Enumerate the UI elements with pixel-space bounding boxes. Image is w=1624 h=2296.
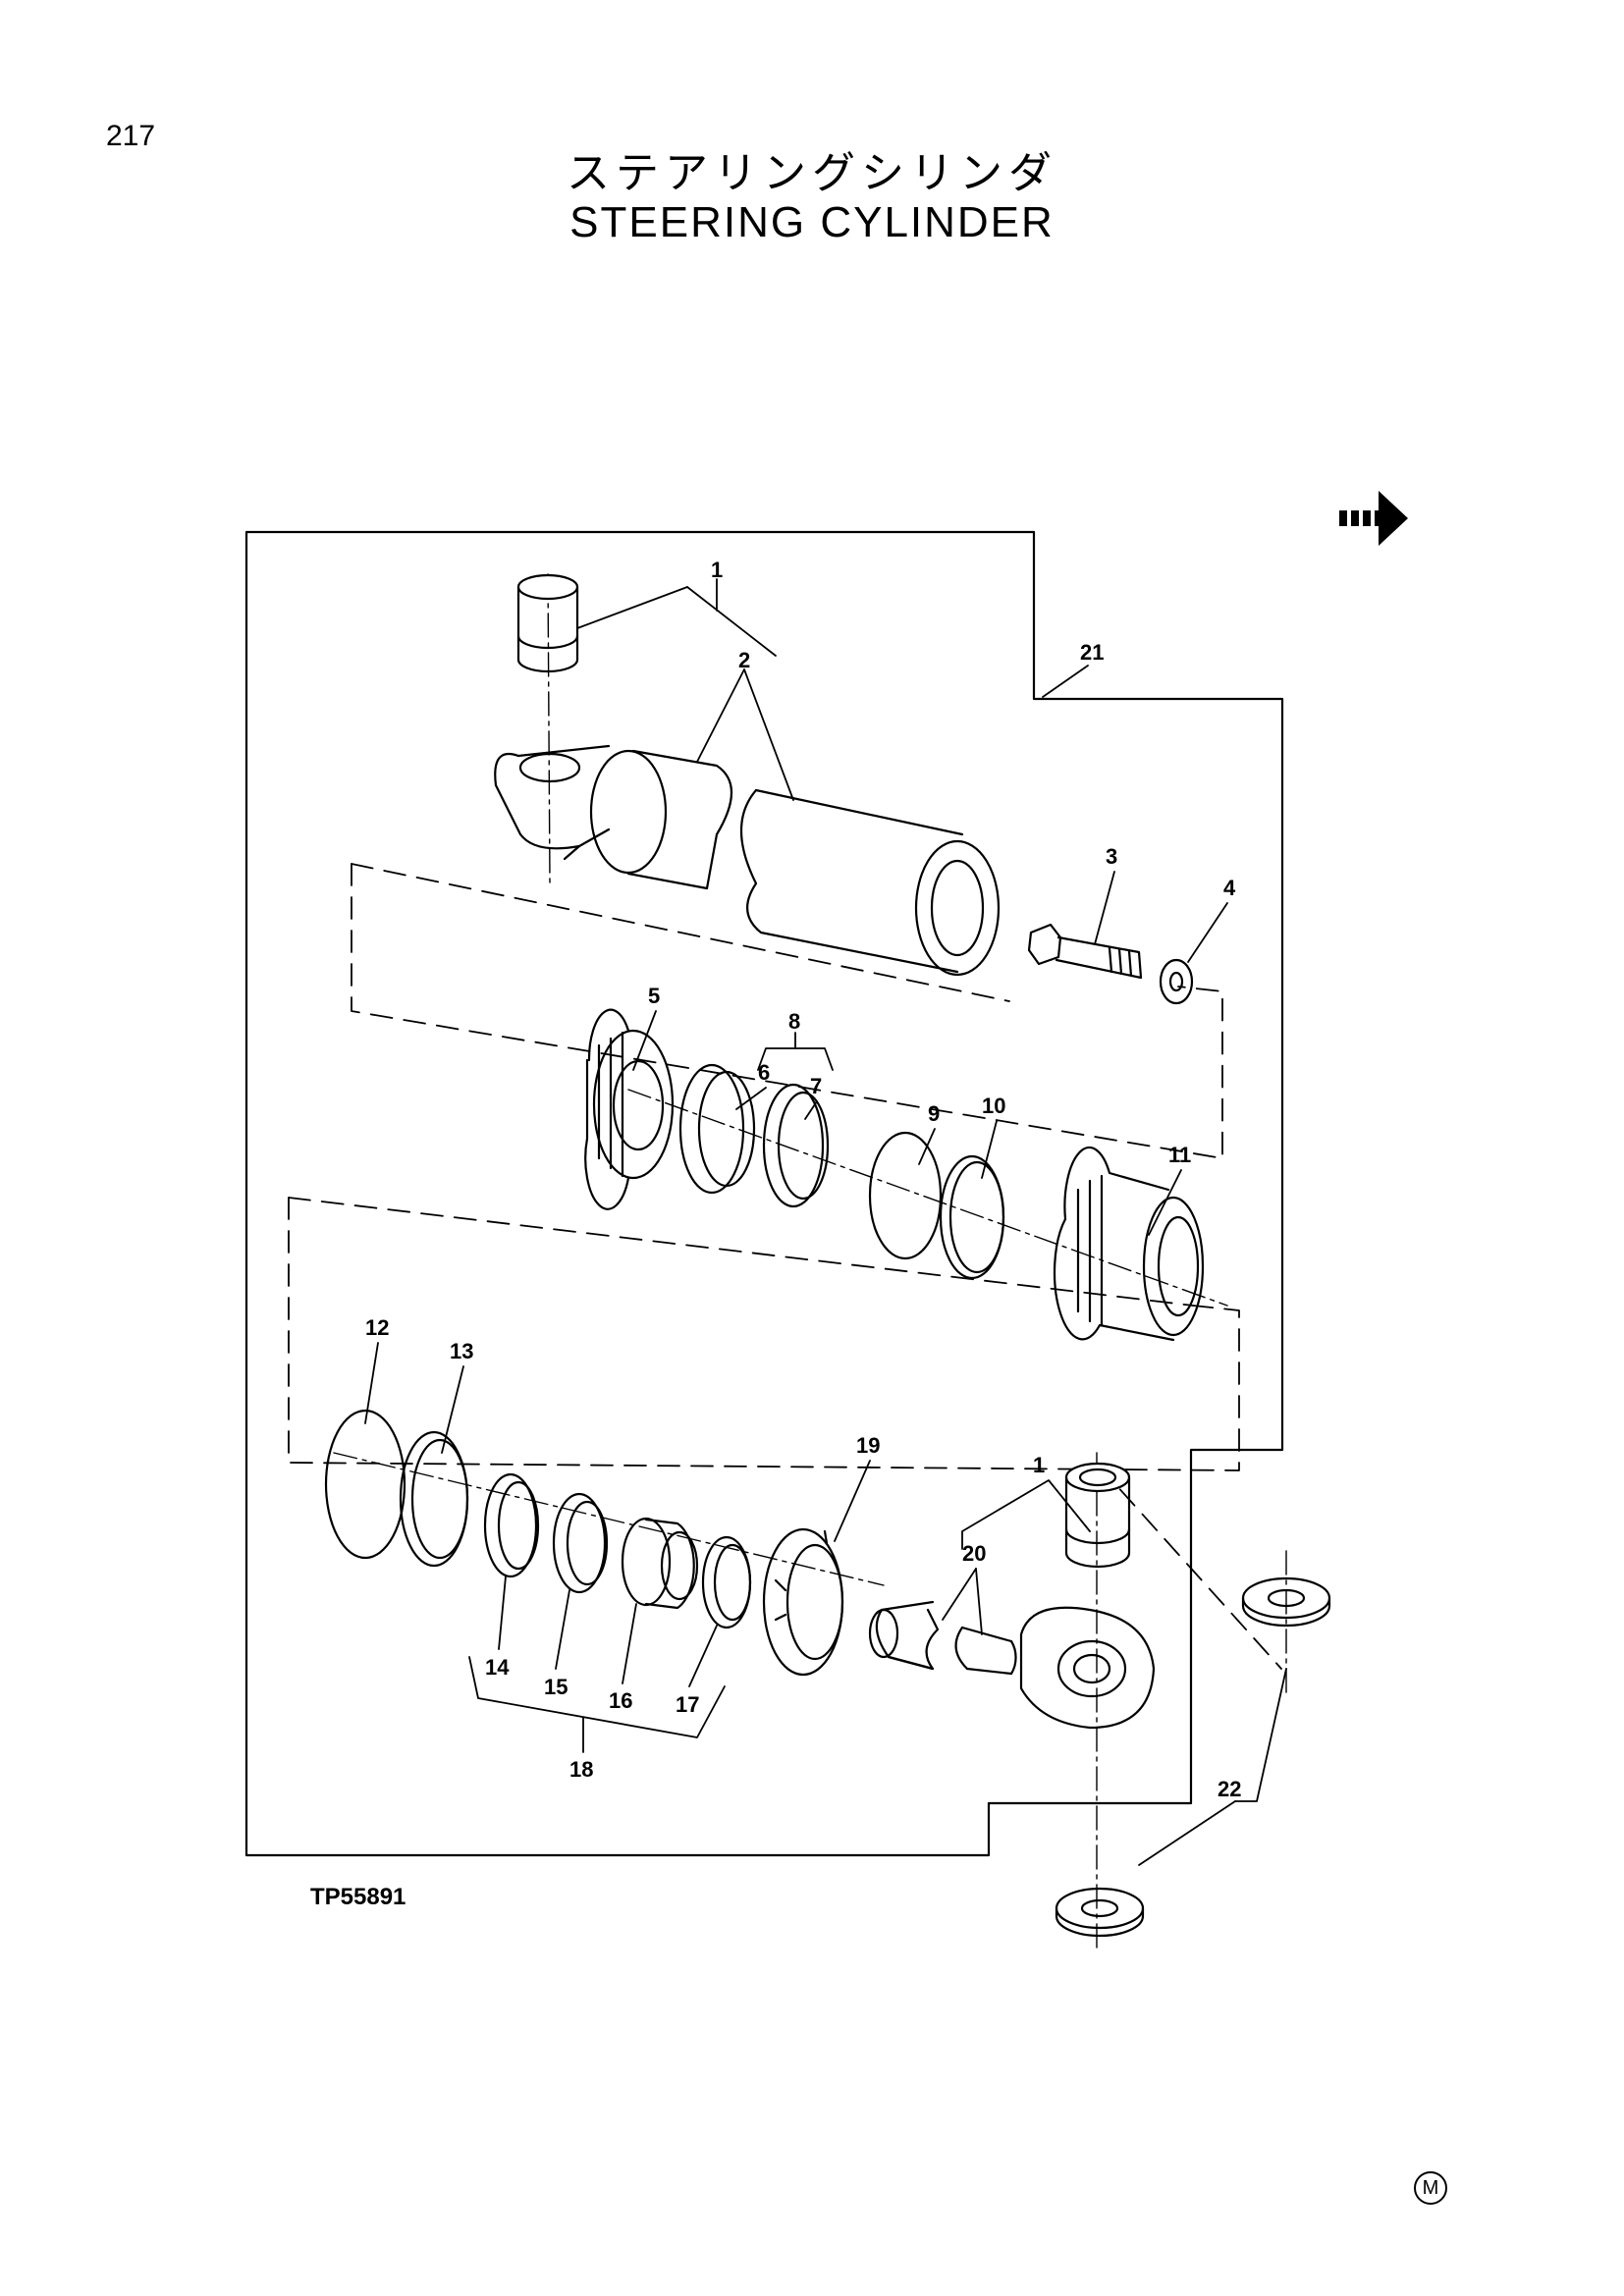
callout-9: 9 <box>928 1101 940 1126</box>
callout-22: 22 <box>1218 1777 1241 1801</box>
lower-bushing <box>1064 1462 1131 1569</box>
rod-seal-14 <box>483 1472 540 1578</box>
callout-15: 15 <box>544 1675 568 1699</box>
callout-8: 8 <box>788 1009 800 1034</box>
callout-21: 21 <box>1080 640 1104 665</box>
callout-20: 20 <box>962 1541 986 1566</box>
cylinder-tube <box>494 744 1001 977</box>
rod-head <box>1053 1146 1205 1342</box>
exploded-guides <box>288 863 1282 1670</box>
circled-m-icon: M <box>1414 2171 1447 2205</box>
reference-code: TP55891 <box>310 1884 406 1910</box>
callout-10: 10 <box>982 1094 1005 1118</box>
callout-12: 12 <box>365 1315 389 1340</box>
callout-11: 11 <box>1168 1143 1191 1167</box>
dust-seal-17 <box>701 1535 752 1629</box>
piston-rod <box>868 1600 1156 1730</box>
assembly-frame <box>244 530 1284 1857</box>
callout-17: 17 <box>676 1692 699 1717</box>
title-english: STEERING CYLINDER <box>569 198 1055 246</box>
callout-19: 19 <box>856 1433 880 1458</box>
callout-18: 18 <box>569 1757 593 1782</box>
callout-6: 6 <box>758 1060 770 1085</box>
callout-4: 4 <box>1223 876 1236 900</box>
leader-lines <box>364 578 1287 1866</box>
washer <box>1159 958 1194 1005</box>
seal-ring-6 <box>678 1063 756 1195</box>
seal-ring-7 <box>762 1083 830 1208</box>
thrust-washer-lower <box>1055 1887 1145 1938</box>
callout-3: 3 <box>1106 844 1117 869</box>
page-number: 217 <box>106 120 156 152</box>
callout-7: 7 <box>810 1074 822 1098</box>
rod-bushing-16 <box>621 1517 699 1610</box>
backup-ring-10 <box>939 1154 1005 1280</box>
upper-bushing <box>516 573 579 673</box>
arrow-right-icon[interactable] <box>1339 491 1408 546</box>
thrust-washer-upper <box>1241 1576 1331 1628</box>
piston <box>584 1008 675 1210</box>
o-ring-12 <box>324 1409 406 1560</box>
callout-16: 16 <box>609 1688 632 1713</box>
bolt <box>1027 923 1143 980</box>
callout-13: 13 <box>450 1339 473 1363</box>
callout-14: 14 <box>485 1655 510 1680</box>
backup-ring-13 <box>399 1430 469 1568</box>
title-japanese: ステアリングシリンダ <box>567 148 1057 198</box>
o-ring-9 <box>868 1131 943 1260</box>
callout-labels: 1 2 3 4 5 6 7 8 9 10 11 12 13 14 15 16 1… <box>365 558 1241 1801</box>
lock-nut <box>762 1527 844 1677</box>
center-axes <box>333 573 1287 1949</box>
callout-5: 5 <box>648 984 660 1008</box>
callout-1-upper: 1 <box>711 558 723 582</box>
callout-1-lower: 1 <box>1033 1453 1045 1477</box>
callout-2: 2 <box>738 648 750 672</box>
rod-seal-15 <box>552 1492 609 1594</box>
